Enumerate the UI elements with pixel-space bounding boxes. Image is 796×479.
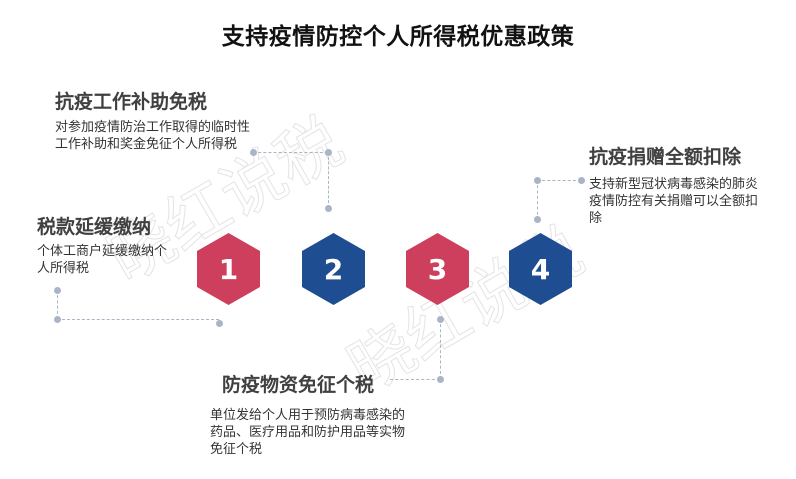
connector-3-horizontal <box>390 379 440 380</box>
connector-3-vertical <box>440 319 441 379</box>
step-1-hexagon: 1 <box>197 233 260 305</box>
item-1-description: 个体工商户延缓缴纳个人所得税 <box>37 244 168 276</box>
connector-1-dot-top <box>54 287 61 294</box>
item-2-heading: 抗疫工作补助免税 <box>55 91 208 113</box>
step-2-hexagon: 2 <box>302 233 365 305</box>
connector-1-dot-corner <box>54 316 61 323</box>
connector-2-dot-corner <box>325 149 332 156</box>
connector-4-horizontal <box>537 180 581 181</box>
item-4-description: 支持新型冠状病毒感染的肺炎疫情防控有关捐赠可以全额扣除 <box>589 177 759 226</box>
item-3-heading: 防疫物资免征个税 <box>222 374 375 396</box>
item-3-description: 单位发给个人用于预防病毒感染的药品、医疗用品和防护用品等实物免征个税 <box>210 408 406 457</box>
step-1-number: 1 <box>218 252 239 286</box>
connector-2-dot-start <box>250 149 257 156</box>
step-4-hexagon: 4 <box>509 233 572 305</box>
step-2-number: 2 <box>323 252 344 286</box>
connector-2-vertical <box>328 152 329 208</box>
connector-2-horizontal <box>253 152 328 153</box>
connector-1-dot-end <box>216 320 223 327</box>
connector-4-dot-corner <box>534 177 541 184</box>
item-2-description: 对参加疫情防治工作取得的临时性工作补助和奖金免征个人所得税 <box>55 120 251 152</box>
connector-3-dot-top <box>437 316 444 323</box>
connector-4-dot-end <box>578 177 585 184</box>
step-3-number: 3 <box>427 252 448 286</box>
connector-4-dot-bottom <box>534 216 541 223</box>
connector-1-horizontal <box>57 319 219 320</box>
item-4-heading: 抗疫捐赠全额扣除 <box>589 146 742 168</box>
step-3-hexagon: 3 <box>406 233 469 305</box>
step-4-number: 4 <box>530 252 551 286</box>
connector-4-vertical <box>537 180 538 220</box>
item-1-heading: 税款延缓缴纳 <box>37 216 152 238</box>
connector-2-dot-end <box>325 205 332 212</box>
connector-1-vertical <box>57 290 58 319</box>
connector-3-dot-corner <box>437 376 444 383</box>
page-title: 支持疫情防控个人所得税优惠政策 <box>221 24 575 50</box>
